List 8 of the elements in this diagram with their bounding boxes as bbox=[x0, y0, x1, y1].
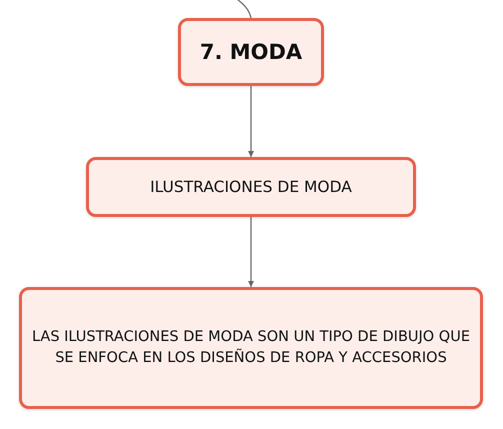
topic-box bbox=[178, 18, 324, 86]
topic-box bbox=[86, 157, 416, 217]
connector-arrow bbox=[248, 217, 254, 287]
topic-text: ILUSTRACIONES DE MODA bbox=[149, 176, 353, 198]
topic-box bbox=[19, 287, 483, 409]
topic-text: 7. MODA bbox=[198, 38, 304, 66]
connector-arrow bbox=[248, 86, 254, 157]
topic-text: LAS ILUSTRACIONES DE MODA SON UN TIPO DE DIBUJO QUE SE ENFOCA EN LOS DISEÑOS DE ROPA Y ACCESORIOS bbox=[30, 328, 471, 368]
